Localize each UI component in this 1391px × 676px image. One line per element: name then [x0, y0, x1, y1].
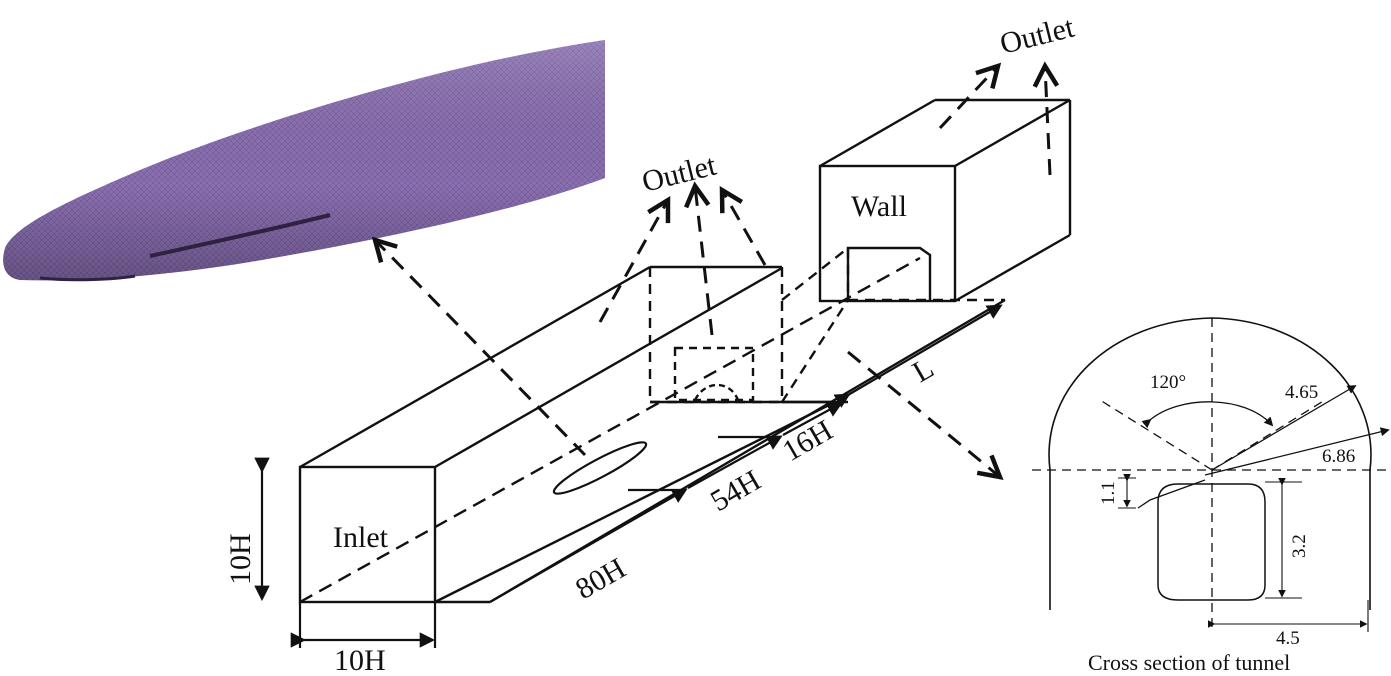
dim-3-2-label: 3.2	[1289, 534, 1310, 558]
dimension-lines	[254, 304, 1003, 648]
outlet-label-mid: Outlet	[639, 148, 720, 198]
wall-box	[818, 98, 1072, 303]
inlet-label: Inlet	[333, 521, 389, 554]
dim-1-1-label: 1.1	[1098, 481, 1119, 505]
wall-label: Wall	[851, 190, 907, 223]
angle-label: 120°	[1150, 372, 1186, 393]
train-outline	[552, 441, 648, 495]
outlet-label-top: Outlet	[997, 10, 1078, 60]
dist-16h-label: 16H	[777, 414, 838, 468]
dist-80h-label: 80H	[570, 552, 631, 606]
cross-section-caption: Cross section of tunnel	[1088, 650, 1290, 675]
length-l-label: L	[907, 351, 939, 389]
height-10h-label: 10H	[224, 533, 257, 585]
tunnel-cross-section	[1032, 317, 1390, 632]
radius-465-label: 4.65	[1285, 382, 1318, 403]
dim-4-5-label: 4.5	[1276, 628, 1300, 649]
train-mesh-image	[3, 40, 605, 282]
radius-686-label: 6.86	[1322, 446, 1355, 467]
width-10h-label: 10H	[334, 644, 386, 676]
inlet-face	[298, 465, 437, 604]
